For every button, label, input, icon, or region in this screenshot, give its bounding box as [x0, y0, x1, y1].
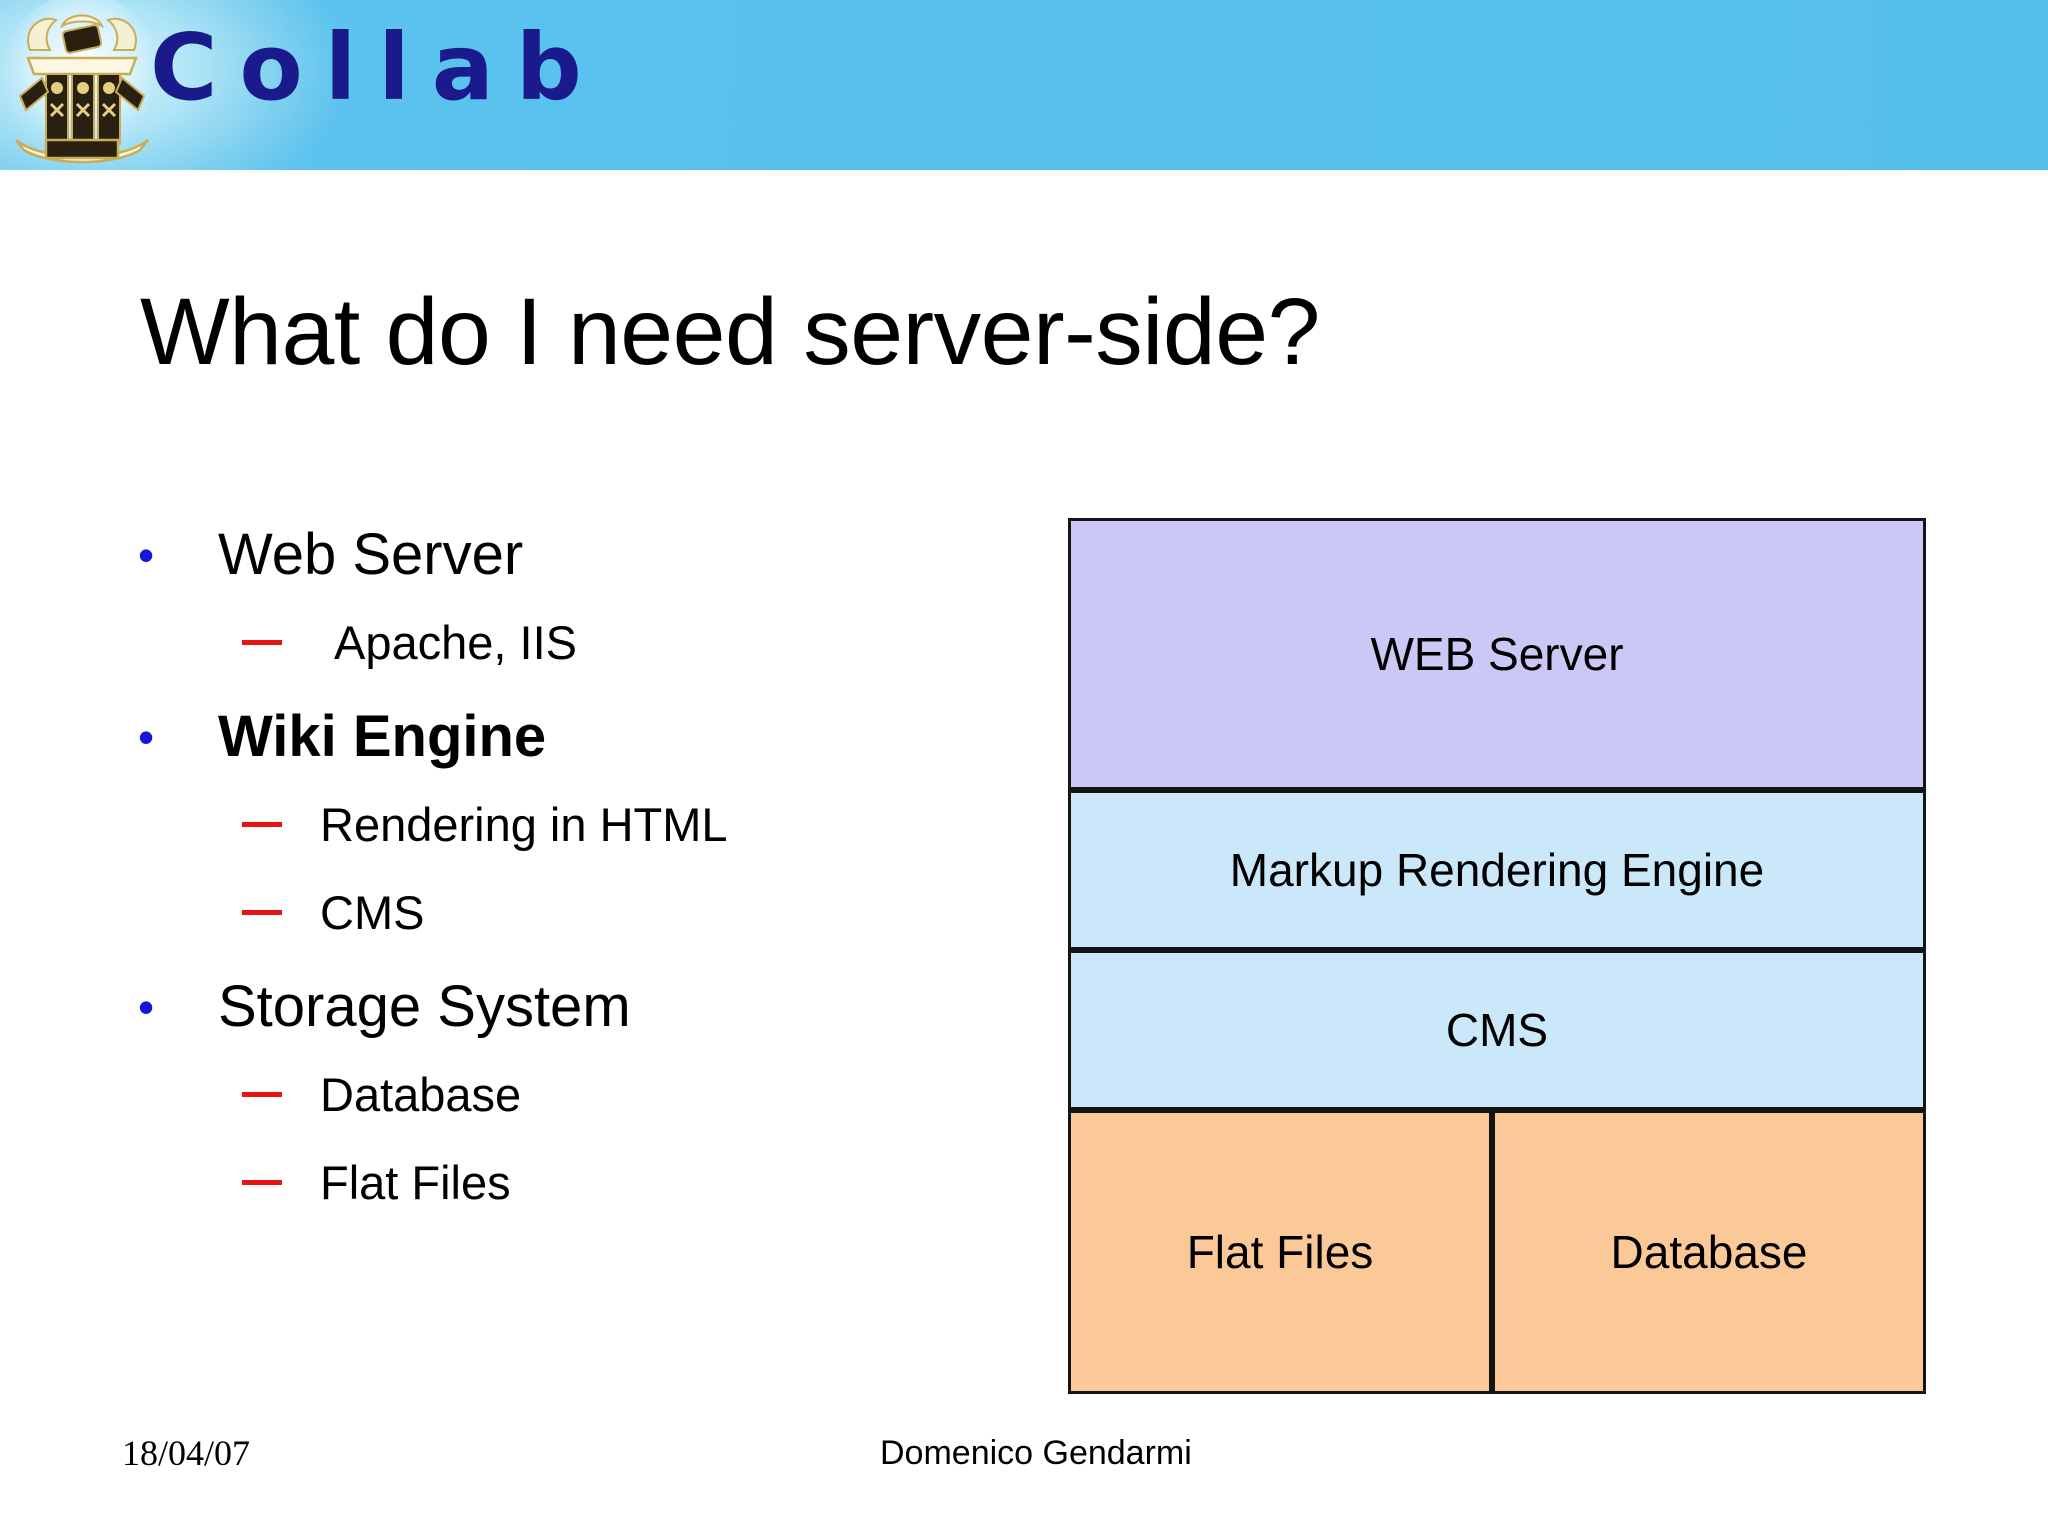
diagram-layer-web-server: WEB Server	[1068, 518, 1926, 790]
list-item: Flat Files	[130, 1150, 930, 1238]
list-item-label: Wiki Engine	[218, 704, 547, 769]
brand-wordmark: Collab	[150, 14, 604, 121]
diagram-layer-flat-files: Flat Files	[1068, 1110, 1492, 1394]
bullet-dot-icon: •	[138, 711, 155, 763]
bullet-dot-icon: •	[138, 981, 155, 1033]
server-stack-diagram: WEB Server Markup Rendering Engine CMS F…	[1068, 518, 1926, 1394]
list-item-label: Storage System	[218, 974, 631, 1039]
bullet-dot-icon: •	[138, 529, 155, 581]
footer-author: Domenico Gendarmi	[880, 1434, 1192, 1472]
diagram-layer-cms: CMS	[1068, 950, 1926, 1110]
list-item-label: CMS	[320, 886, 425, 939]
list-item-label: Web Server	[218, 522, 524, 587]
dash-marker-icon	[130, 880, 320, 915]
dash-marker-icon	[130, 610, 320, 645]
list-item-label: Database	[320, 1068, 522, 1121]
list-item-label: Apache, IIS	[334, 616, 577, 669]
list-item-label: Flat Files	[320, 1156, 511, 1209]
list-item: Database	[130, 1062, 930, 1150]
list-item: • Storage System	[130, 968, 930, 1062]
slide-header-band: Collab	[0, 0, 2048, 170]
page-title: What do I need server-side?	[140, 279, 1320, 385]
bullet-list: • Web Server Apache, IIS • Wiki Engine R…	[130, 516, 930, 1238]
footer-date: 18/04/07	[122, 1433, 251, 1473]
list-item-label: Rendering in HTML	[320, 798, 728, 851]
list-item: CMS	[130, 880, 930, 968]
dash-marker-icon	[130, 1062, 320, 1097]
diagram-layer-database: Database	[1492, 1110, 1926, 1394]
dash-marker-icon	[130, 1150, 320, 1185]
diagram-layer-markup-rendering-engine: Markup Rendering Engine	[1068, 790, 1926, 950]
list-item: • Web Server	[130, 516, 930, 610]
crown-emblem-icon	[2, 0, 162, 170]
list-item: Apache, IIS	[130, 610, 930, 698]
dash-marker-icon	[130, 792, 320, 827]
list-item: Rendering in HTML	[130, 792, 930, 880]
list-item: • Wiki Engine	[130, 698, 930, 792]
